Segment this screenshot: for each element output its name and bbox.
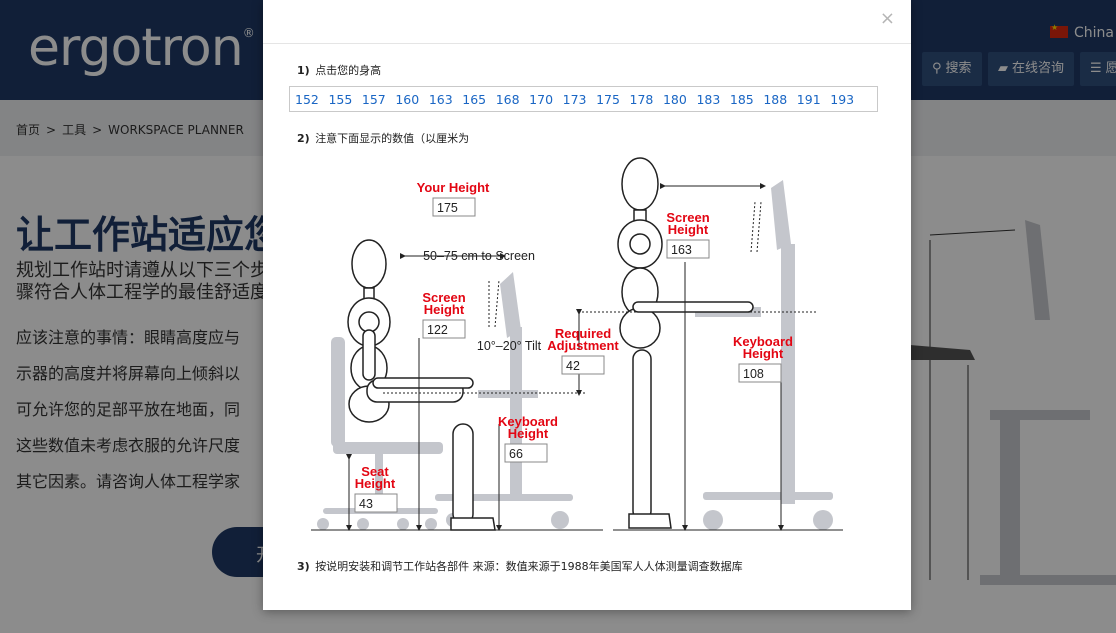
svg-text:Height: Height xyxy=(743,346,784,361)
wishlist-button[interactable]: ☰愿 xyxy=(1080,52,1116,86)
breadcrumb-current: WORKSPACE PLANNER xyxy=(108,123,244,137)
height-link[interactable]: 170 xyxy=(529,91,554,107)
background-illustration xyxy=(910,220,1116,585)
height-link[interactable]: 175 xyxy=(596,91,620,107)
height-link[interactable]: 163 xyxy=(428,91,453,107)
standing-keyboard-box xyxy=(738,363,782,383)
ergotron-logo[interactable]: ergotron® xyxy=(28,18,255,78)
seated-mannequin xyxy=(347,239,496,531)
height-link[interactable]: 185 xyxy=(729,91,754,107)
breadcrumb-tools[interactable]: 工具 xyxy=(62,123,87,137)
svg-text:Height: Height xyxy=(508,426,549,441)
sitting-keyboard-value: 66 xyxy=(509,447,523,461)
height-link[interactable]: 178 xyxy=(629,91,654,107)
standing-mannequin xyxy=(617,157,754,529)
step-1-instruction: 1) 点击您的身高 xyxy=(297,64,382,77)
required-adjustment-box xyxy=(561,355,605,375)
standing-screen-box xyxy=(666,239,710,259)
breadcrumb-home[interactable]: 首页 xyxy=(16,123,41,137)
height-link[interactable]: 173 xyxy=(562,91,587,107)
page-paragraph: 应该注意的事情：眼睛高度应与 示器的高度并将屏幕向上倾斜以 可允许您的足部平放在… xyxy=(16,328,241,491)
search-icon: ⚲ xyxy=(932,61,942,76)
height-link[interactable]: 155 xyxy=(328,91,353,107)
sitting-screen-value: 122 xyxy=(427,323,448,337)
standing-keyboard-label: Keyboard xyxy=(733,334,793,349)
height-link[interactable]: 152 xyxy=(295,91,319,107)
sitting-screen-label: Screen xyxy=(422,290,465,305)
breadcrumb: 首页>工具>WORKSPACE PLANNER xyxy=(16,123,244,137)
svg-text:Adjustment: Adjustment xyxy=(547,338,619,353)
step-3-instruction: 3) 按说明安装和调节工作站各部件 来源：数值来源于1988年美国军人人体测量调… xyxy=(297,560,743,573)
live-chat-button[interactable]: ▰在线咨询 xyxy=(988,52,1075,86)
close-icon[interactable]: × xyxy=(879,8,895,29)
height-link[interactable]: 193 xyxy=(830,91,855,107)
seat-height-box xyxy=(354,493,398,513)
your-height-box xyxy=(432,197,476,217)
required-adjustment-value: 42 xyxy=(566,359,580,373)
sitting-screen-box xyxy=(422,319,466,339)
seat-height-value: 43 xyxy=(359,497,373,511)
height-selector: 152 155 157 160 163 165 168 170 173 175 … xyxy=(289,86,878,112)
ergonomic-diagram: Your Height 175 50–75 cm to Screen 10°–2… xyxy=(311,157,843,531)
tilt-text: 10°–20° Tilt xyxy=(477,339,542,353)
height-link[interactable]: 160 xyxy=(395,91,420,107)
standing-screen-label: Screen xyxy=(666,210,709,225)
height-link[interactable]: 168 xyxy=(495,91,520,107)
svg-text:Height: Height xyxy=(668,222,709,237)
step-2-instruction: 2) 注意下面显示的数值（以厘米为 xyxy=(297,132,470,145)
required-adjustment-label: Required xyxy=(555,326,611,341)
screen-distance-text: 50–75 cm to Screen xyxy=(423,249,535,263)
your-height-value: 175 xyxy=(437,201,458,215)
seat-height-label: Seat xyxy=(361,464,389,479)
modal-header: × xyxy=(263,0,911,44)
page-intro: 规划工作站时请遵从以下三个步骤符合人体工程学的最佳舒适度 xyxy=(16,260,268,303)
sitting-keyboard-box xyxy=(504,443,548,463)
height-link[interactable]: 180 xyxy=(662,91,687,107)
workspace-planner-modal: × 1) 点击您的身高 152 155 157 160 163 165 168 … xyxy=(263,0,911,610)
svg-text:Height: Height xyxy=(355,476,396,491)
height-link[interactable]: 157 xyxy=(361,91,386,107)
chat-icon: ▰ xyxy=(998,61,1008,76)
region-selector[interactable]: China xyxy=(1050,23,1114,41)
search-button[interactable]: ⚲搜索 xyxy=(922,52,982,86)
svg-text:Height: Height xyxy=(424,302,465,317)
height-link[interactable]: 191 xyxy=(796,91,821,107)
sitting-keyboard-label: Keyboard xyxy=(498,414,558,429)
page-title: 让工作站适应您 xyxy=(16,213,283,257)
china-flag-icon xyxy=(1050,23,1068,38)
standing-screen-value: 163 xyxy=(671,243,692,257)
list-icon: ☰ xyxy=(1090,61,1102,76)
height-link[interactable]: 183 xyxy=(696,91,721,107)
height-link[interactable]: 165 xyxy=(462,91,487,107)
your-height-label: Your Height xyxy=(417,180,490,195)
height-link[interactable]: 188 xyxy=(763,91,788,107)
standing-keyboard-value: 108 xyxy=(743,367,764,381)
